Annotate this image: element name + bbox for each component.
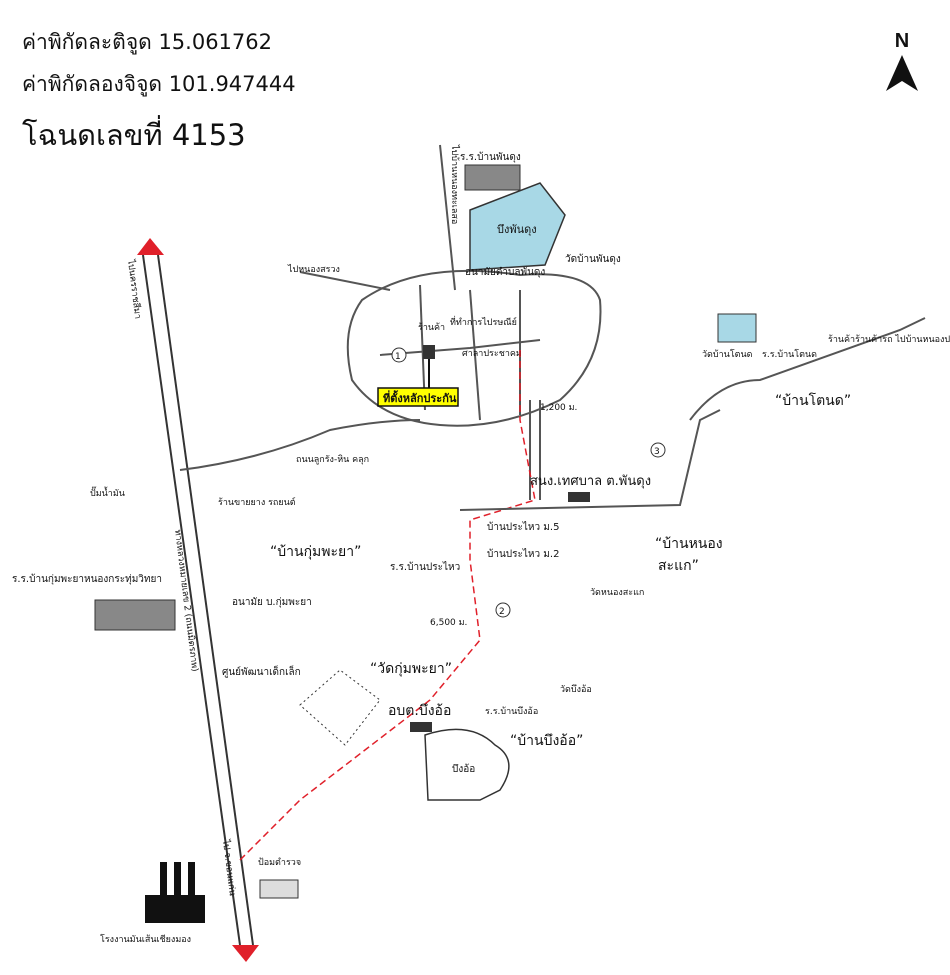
north-arrow: N [882, 30, 922, 97]
village-nong-sakae-label-2: สะแก” [658, 558, 699, 574]
gas-station-label: ปั๊มน้ำมัน [90, 486, 125, 499]
bueng-o-sao-label: อบต.บึงอ้อ [388, 703, 451, 719]
bueng-phan-dung-pond [469, 182, 566, 271]
arrow-up-icon [137, 238, 164, 255]
shop-label: ร้านค้า [418, 322, 445, 333]
circle-1-label: 1 [395, 352, 401, 362]
factory-label: โรงงานมันเส้นเชียงมอง [100, 934, 191, 945]
to-thale-so-label: ไปบ้านหนองทะเลสอ [449, 144, 460, 224]
to-khonkaen-label: ไป จ.ขอนแก่น [220, 838, 238, 896]
highway [137, 238, 259, 962]
north-arrow-icon [886, 55, 918, 91]
wat-to-not-label: วัดบ้านโตนด [702, 349, 753, 360]
bueng-o-pond [424, 728, 510, 801]
latitude-text: ค่าพิกัดละติจูด 15.061762 [22, 30, 273, 54]
school-prathai-label: ร.ร.บ้านประไหว [390, 561, 460, 573]
health-kum-phaya-label: อนามัย บ.กุ่มพะยา [232, 597, 312, 608]
school-phan-dung-label: ร.ร.บ้านพันดุง [460, 151, 521, 163]
school-kum-phaya-label: ร.ร.บ้านกุ่มพะยาหนองกระทุ่มวิทยา [12, 573, 162, 585]
north-label: N [894, 30, 910, 52]
site-label: ที่ตั้งหลักประกัน [383, 390, 457, 405]
deed-number: โฉนดเลขที่ 4153 [22, 118, 246, 152]
circle-3-label: 3 [654, 447, 660, 457]
wat-nong-sakae-label: วัดหนองสะแก [590, 588, 644, 598]
wat-phan-dung-label: วัดบ้านพันดุง [565, 253, 621, 265]
community-hall-label: ศาลาประชาคม [462, 349, 522, 359]
arrow-down-icon [232, 945, 259, 962]
shop-car-label: ร้านขายยาง รถยนต์ [218, 496, 296, 508]
highway-label: ทางหลวงหมายเลข 2 (ถนนมิตรภาพ) [172, 529, 200, 672]
village-bueng-o-label: “บ้านบึงอ้อ” [510, 733, 583, 749]
distance-6500-label: 6,500 ม. [430, 618, 467, 628]
pond-bueng-o-label: บึงอ้อ [452, 763, 475, 775]
site-box [377, 387, 459, 407]
post-office-label: ที่ทำการไปรษณีย์ [450, 315, 517, 328]
circle-2-label: 2 [499, 607, 505, 617]
bueng-phan-dung-label: บึงพันดุง [497, 223, 537, 236]
prathai-2-label: บ้านประไหว ม.2 [487, 548, 559, 560]
distance-1200-label: 1,200 ม. [540, 403, 577, 413]
to-korat-label: ไปนครราชสีมา [125, 258, 143, 320]
village-to-not-label: “บ้านโตนด” [775, 392, 851, 409]
prathai-5-label: บ้านประไหว ม.5 [487, 521, 559, 533]
route-line [239, 350, 536, 861]
village-kum-phaya-label: “บ้านกุ่มพะยา” [270, 544, 361, 560]
to-nong-sarai-label: ไปหนองสรวง [287, 264, 340, 275]
factory-icon [145, 862, 205, 923]
longitude-text: ค่าพิกัดลองจิจูด 101.947444 [22, 72, 296, 96]
shop-far-east-label: ร้านค้าร้านค้ารถ ไปบ้านหนองประดู่ [828, 334, 950, 345]
wat-kum-phaya-label: “วัดกุ่มพะยา” [370, 661, 452, 677]
wat-bueng-o-label: วัดบึงอ้อ [560, 684, 592, 695]
village-nong-sakae-label-1: “บ้านหนอง [655, 536, 723, 552]
child-center-label: ศูนย์พัฒนาเด็กเล็ก [222, 664, 301, 678]
site-marker-icon [423, 345, 435, 359]
town-roads [179, 144, 602, 500]
school-bueng-o-label: ร.ร.บ้านบึงอ้อ [485, 706, 538, 717]
school-to-not-label: ร.ร.บ้านโตนด [762, 349, 817, 360]
health-station-label: อนามัยตำบลพันดุง [465, 267, 545, 278]
municipal-label: สนง.เทศบาล ต.พันดุง [530, 474, 651, 489]
road-chumchon-label: ถนนลูกรัง-หิน คลุก [296, 454, 369, 465]
police-box-label: ป้อมตำรวจ [258, 857, 301, 868]
